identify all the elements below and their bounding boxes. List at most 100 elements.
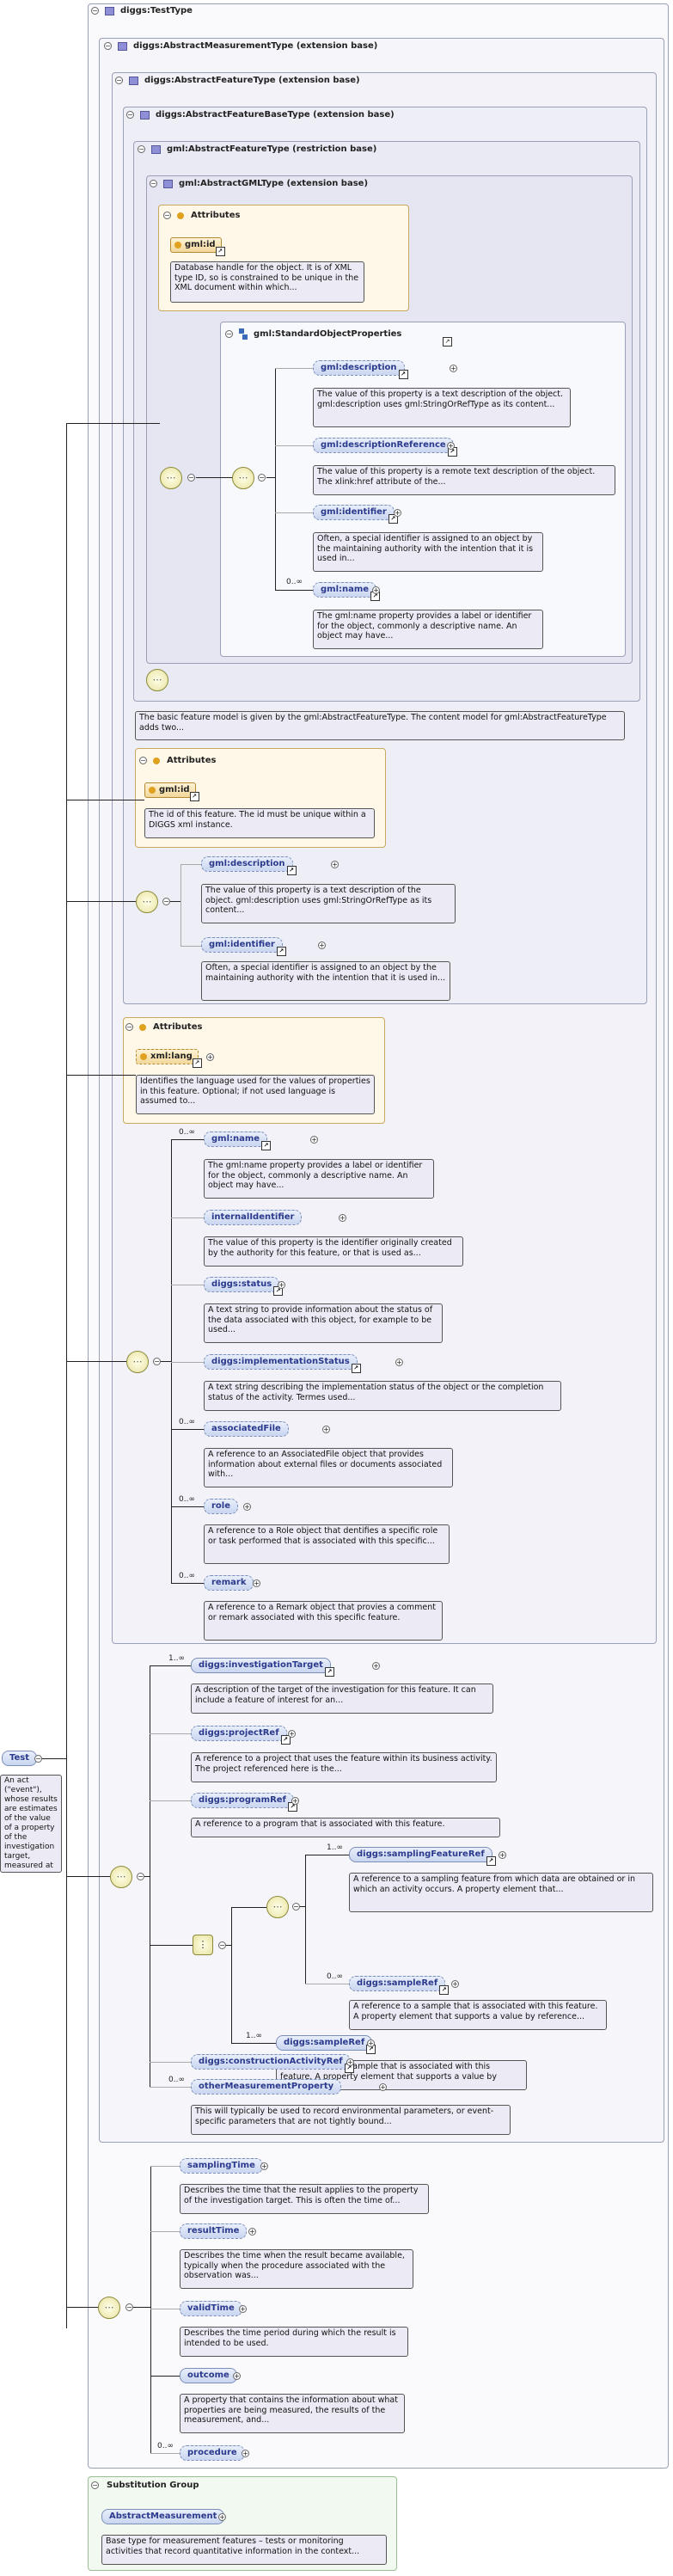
- ref-arrow-icon: ↗: [486, 1856, 496, 1866]
- expand-toggle[interactable]: +: [379, 2083, 387, 2091]
- multiplicity: 0..∞: [179, 1128, 195, 1137]
- class-icon: [129, 77, 138, 85]
- attributes-toggle[interactable]: −: [139, 757, 147, 764]
- expand-toggle[interactable]: +: [318, 941, 326, 949]
- expand-toggle[interactable]: −: [187, 474, 195, 481]
- std-element-descriptionReference[interactable]: gml:descriptionReference↗: [313, 438, 457, 457]
- choice-element-sampleRef-2[interactable]: diggs:sampleRef↗: [276, 2035, 376, 2054]
- expand-toggle[interactable]: −: [258, 474, 266, 481]
- expand-toggle[interactable]: +: [346, 2058, 354, 2066]
- expand-toggle[interactable]: +: [331, 861, 339, 868]
- m-element-constructionActivityRef[interactable]: diggs:constructionActivityRef↗: [191, 2054, 354, 2073]
- gmltype-toggle[interactable]: −: [150, 180, 157, 187]
- m-element-investigationTarget[interactable]: diggs:investigationTarget↗: [191, 1658, 334, 1677]
- ref-arrow-icon: ↗: [276, 947, 286, 956]
- f-element-remark[interactable]: remark: [204, 1575, 254, 1591]
- fb-element-identifier[interactable]: gml:identifier↗: [201, 937, 286, 956]
- expand-toggle[interactable]: +: [253, 1579, 260, 1587]
- expand-toggle[interactable]: −: [292, 1903, 300, 1911]
- expand-toggle[interactable]: +: [260, 2162, 268, 2170]
- f-element-role[interactable]: role: [204, 1499, 239, 1514]
- expand-toggle[interactable]: +: [395, 1359, 403, 1366]
- multiplicity: 0..∞: [327, 1972, 343, 1981]
- expand-toggle[interactable]: +: [372, 1662, 380, 1670]
- ref-arrow-icon: ↗: [388, 514, 398, 524]
- subst-element-AbstractMeasurement[interactable]: AbstractMeasurement: [101, 2509, 225, 2524]
- attributes-toggle[interactable]: −: [163, 212, 171, 219]
- choice-icon: ⋮: [193, 1935, 213, 1955]
- t-element-resultTime[interactable]: resultTime: [180, 2223, 248, 2239]
- annotation: A reference to an AssociatedFile object …: [204, 1448, 453, 1487]
- sequence-icon: ⋯: [266, 1896, 289, 1918]
- annotation: A text string to provide information abo…: [204, 1303, 443, 1343]
- f-element-internalIdentifier[interactable]: internalIdentifier: [204, 1210, 303, 1225]
- expand-toggle[interactable]: −: [218, 1941, 226, 1949]
- fb-element-description[interactable]: gml:description↗: [201, 856, 297, 875]
- annotation: Database handle for the object. It is of…: [170, 261, 364, 303]
- f-element-name[interactable]: gml:name↗: [204, 1132, 272, 1150]
- expand-toggle[interactable]: +: [450, 365, 457, 372]
- expand-toggle[interactable]: +: [339, 1214, 346, 1222]
- annotation: The gml:name property provides a label o…: [204, 1159, 434, 1199]
- expand-toggle[interactable]: +: [322, 1426, 330, 1433]
- std-element-description[interactable]: gml:description↗: [313, 360, 408, 379]
- expand-toggle[interactable]: +: [291, 1797, 299, 1805]
- gml-id-attribute[interactable]: gml:id↗: [144, 782, 199, 801]
- attributes-title: Attributes: [191, 211, 241, 220]
- subst-toggle[interactable]: −: [91, 2481, 99, 2489]
- expand-toggle[interactable]: +: [206, 1053, 214, 1061]
- expand-toggle[interactable]: +: [499, 1851, 506, 1859]
- xml-lang-attribute[interactable]: xml:lang↗: [136, 1049, 202, 1068]
- annotation: Identifies the language used for the val…: [136, 1075, 375, 1114]
- gmlfeature-toggle[interactable]: −: [138, 145, 145, 153]
- expand-toggle[interactable]: +: [372, 586, 380, 594]
- featurebase-toggle[interactable]: −: [126, 111, 134, 119]
- expand-toggle[interactable]: −: [125, 2303, 133, 2311]
- testtype-toggle[interactable]: −: [91, 7, 99, 15]
- m-element-programRef[interactable]: diggs:programRef↗: [191, 1793, 297, 1812]
- expand-toggle[interactable]: +: [278, 1281, 285, 1289]
- expand-toggle[interactable]: −: [153, 1358, 161, 1365]
- m-element-otherMeasurementProperty[interactable]: otherMeasurementProperty: [191, 2079, 342, 2095]
- stdprops-toggle[interactable]: −: [225, 330, 233, 338]
- multiplicity: 0..∞: [179, 1418, 195, 1426]
- root-element-test[interactable]: Test: [2, 1751, 38, 1766]
- choice-element-samplingFeatureRef[interactable]: diggs:samplingFeatureRef↗: [349, 1847, 496, 1866]
- annotation: A reference to a Remark object that prov…: [204, 1601, 443, 1641]
- sequence-icon: ⋯: [110, 1866, 132, 1888]
- t-element-samplingTime[interactable]: samplingTime: [180, 2158, 263, 2174]
- group-icon: [239, 328, 244, 334]
- expand-toggle[interactable]: +: [447, 442, 455, 450]
- expand-toggle[interactable]: +: [218, 2513, 226, 2521]
- m-element-projectRef[interactable]: diggs:projectRef↗: [191, 1726, 291, 1745]
- measurement-toggle[interactable]: −: [104, 42, 112, 50]
- f-element-implementationStatus[interactable]: diggs:implementationStatus↗: [204, 1354, 361, 1373]
- t-element-outcome[interactable]: outcome: [180, 2368, 237, 2383]
- expand-toggle[interactable]: +: [310, 1136, 318, 1144]
- expand-toggle[interactable]: +: [288, 1730, 296, 1738]
- t-element-procedure[interactable]: procedure: [180, 2445, 245, 2461]
- t-element-validTime[interactable]: validTime: [180, 2301, 242, 2316]
- std-element-identifier[interactable]: gml:identifier↗: [313, 505, 398, 524]
- expand-toggle[interactable]: +: [242, 2450, 249, 2457]
- expand-toggle[interactable]: +: [394, 509, 401, 517]
- expand-toggle[interactable]: −: [34, 1755, 42, 1763]
- choice-element-sampleRef[interactable]: diggs:sampleRef↗: [349, 1976, 450, 1995]
- feature-toggle[interactable]: −: [115, 77, 123, 84]
- expand-toggle[interactable]: −: [137, 1873, 144, 1880]
- expand-toggle[interactable]: −: [162, 898, 170, 905]
- expand-toggle[interactable]: +: [248, 2228, 256, 2236]
- expand-toggle[interactable]: +: [233, 2372, 241, 2380]
- attributes-toggle[interactable]: −: [125, 1023, 133, 1031]
- expand-toggle[interactable]: +: [367, 2039, 375, 2047]
- f-element-associatedFile[interactable]: associatedFile: [204, 1421, 289, 1437]
- group-icon: [242, 334, 248, 340]
- annotation: The gml:name property provides a label o…: [313, 610, 543, 649]
- annotation: Describes the time period during which t…: [180, 2327, 408, 2357]
- expand-toggle[interactable]: +: [243, 1503, 251, 1511]
- f-element-status[interactable]: diggs:status↗: [204, 1277, 284, 1296]
- std-element-name[interactable]: gml:name↗: [313, 582, 381, 601]
- gml-id-attribute[interactable]: gml:id↗: [170, 237, 225, 256]
- expand-toggle[interactable]: +: [451, 1980, 459, 1988]
- expand-toggle[interactable]: +: [239, 2305, 247, 2313]
